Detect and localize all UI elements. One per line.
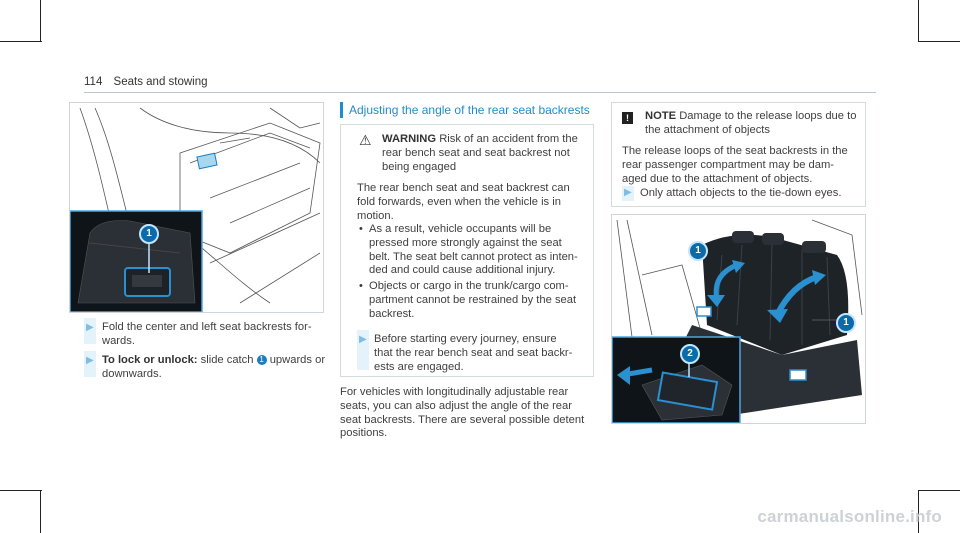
action-arrow-icon: ▶ (86, 322, 94, 333)
note-text: Damage to the release loops due to the a… (645, 110, 857, 136)
section-title: Adjusting the angle of the rear seat bac… (349, 103, 590, 117)
action-bar (84, 318, 96, 344)
warning-bullet: As a result, vehicle occupants will be p… (369, 223, 578, 277)
note-body: The release loops of the seat backrests … (622, 145, 848, 185)
warning-bullet: Objects or cargo in the trunk/cargo com-… (369, 280, 577, 320)
step-fold-backrests: Fold the center and left seat backrests … (102, 321, 312, 347)
warning-heading: WARNING Risk of an accident from the rea… (382, 133, 587, 174)
crop-mark (40, 490, 41, 533)
crop-mark (918, 490, 960, 491)
warning-label: WARNING (382, 133, 437, 145)
callout-1-badge: 1 (836, 313, 856, 333)
warning-body: The rear bench seat and seat backrest ca… (357, 182, 570, 222)
callout-1-badge: 1 (139, 224, 159, 244)
step-text: upwards or downwards. (102, 354, 326, 380)
angle-paragraph: For vehicles with longitudinally adjusta… (340, 386, 585, 440)
header-rule (84, 92, 876, 93)
warning-triangle-icon: ⚠ (359, 132, 372, 148)
action-arrow-icon: ▶ (359, 334, 367, 345)
bullet-dot: • (359, 280, 363, 292)
warning-text: Risk of an accident from the rear bench … (382, 133, 578, 173)
action-bar (357, 330, 369, 370)
note-label: NOTE (645, 110, 677, 122)
action-arrow-icon: ▶ (624, 187, 632, 198)
crop-mark (0, 490, 42, 491)
step-text: slide catch (197, 354, 257, 366)
page-title: Seats and stowing (113, 76, 208, 88)
crop-mark (0, 41, 42, 42)
crop-mark (918, 490, 919, 533)
warning-action: Before starting every journey, ensure th… (374, 333, 573, 373)
callout-1-badge: 1 (688, 241, 708, 261)
section-marker (340, 102, 343, 118)
step-lock-unlock-label: To lock or unlock: (102, 354, 198, 366)
note-action: Only attach objects to the tie-down eyes… (640, 187, 842, 199)
note-heading: NOTE Damage to the release loops due to … (645, 110, 860, 138)
warning-box: ⚠ WARNING Risk of an accident from the r… (340, 124, 594, 377)
action-arrow-icon: ▶ (86, 355, 94, 366)
note-box: ! NOTE Damage to the release loops due t… (611, 102, 866, 207)
crop-mark (40, 0, 41, 42)
page-header: 114 Seats and stowing (84, 76, 208, 88)
crop-mark (918, 0, 919, 42)
seat-line-drawing (70, 107, 321, 312)
step-lock-unlock: To lock or unlock: slide catch 1 upwards… (102, 354, 327, 382)
page-number: 114 (84, 76, 103, 88)
catch-badge: 1 (256, 355, 267, 365)
bullet-dot: • (359, 223, 363, 235)
rear-seat-drawing (612, 215, 865, 423)
rear-seat-figure: 1 1 2 (611, 214, 866, 424)
note-exclamation-icon: ! (622, 112, 633, 124)
callout-2-badge: 2 (680, 344, 700, 364)
watermark: carmanualsonline.info (757, 507, 942, 526)
crop-mark (918, 41, 960, 42)
action-bar (622, 186, 634, 201)
action-bar (84, 351, 96, 377)
seat-catch-figure: 1 (69, 102, 324, 313)
